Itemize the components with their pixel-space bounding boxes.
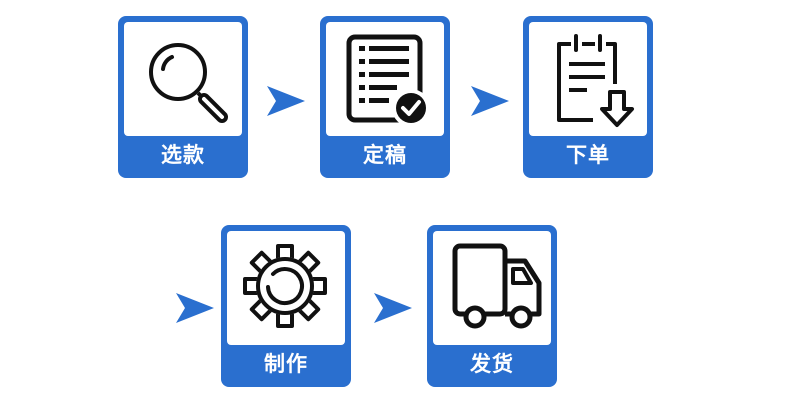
step-icon-area — [433, 231, 551, 345]
clipboard-download-icon — [557, 34, 634, 127]
approved-document-icon — [346, 34, 430, 127]
step-card-produce: 制作 — [221, 225, 351, 387]
step-icon-area — [326, 22, 444, 136]
flow-arrow-icon — [176, 293, 214, 323]
step-card-ship: 发货 — [427, 225, 557, 387]
step-label: 选款 — [161, 143, 205, 167]
step-card-finalize: 定稿 — [320, 16, 450, 178]
step-icon-area — [529, 22, 647, 136]
step-card-select: 选款 — [118, 16, 248, 178]
step-label: 定稿 — [363, 143, 407, 167]
gear-icon — [243, 244, 327, 328]
step-icon-area — [227, 231, 345, 345]
step-label: 制作 — [264, 352, 308, 376]
magnifier-icon — [149, 43, 228, 123]
flow-arrow-icon — [471, 86, 509, 116]
truck-icon — [452, 243, 542, 329]
step-icon-area — [124, 22, 242, 136]
step-label: 下单 — [566, 143, 610, 167]
flow-arrow-icon — [267, 86, 305, 116]
step-label: 发货 — [470, 352, 514, 376]
step-card-order: 下单 — [523, 16, 653, 178]
flow-arrow-icon — [374, 293, 412, 323]
